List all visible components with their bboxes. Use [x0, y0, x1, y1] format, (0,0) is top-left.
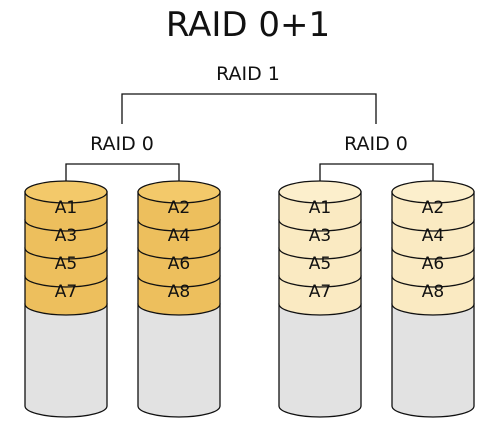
data-block-label: A3 [55, 226, 77, 246]
data-block-label: A6 [168, 254, 190, 274]
data-block-label: A5 [309, 254, 331, 274]
disk-empty-space [24, 303, 108, 418]
data-block-label: A8 [422, 282, 444, 302]
data-block-label: A6 [422, 254, 444, 274]
mirror-connector [121, 93, 377, 124]
disk-empty-space [391, 303, 475, 418]
stripe-connector [65, 163, 180, 192]
data-block-label: A4 [422, 226, 444, 246]
disk-top [137, 180, 221, 204]
data-block-label: A4 [168, 226, 190, 246]
disk-top [391, 180, 475, 204]
data-block-label: A8 [168, 282, 190, 302]
stripe-group-label: RAID 0 [90, 133, 154, 155]
data-block-label: A7 [55, 282, 77, 302]
data-block-label: A2 [168, 198, 190, 218]
disk-top [278, 180, 362, 204]
disk-top [24, 180, 108, 204]
data-block-label: A5 [55, 254, 77, 274]
data-block-label: A2 [422, 198, 444, 218]
diagram-title: RAID 0+1 [166, 5, 330, 45]
mirror-label: RAID 1 [216, 63, 280, 85]
data-block-label: A1 [309, 198, 331, 218]
stripe-connector [319, 163, 434, 192]
data-block-label: A1 [55, 198, 77, 218]
disk-empty-space [137, 303, 221, 418]
stripe-group-label: RAID 0 [344, 133, 408, 155]
data-block-label: A3 [309, 226, 331, 246]
disk-empty-space [278, 303, 362, 418]
data-block-label: A7 [309, 282, 331, 302]
